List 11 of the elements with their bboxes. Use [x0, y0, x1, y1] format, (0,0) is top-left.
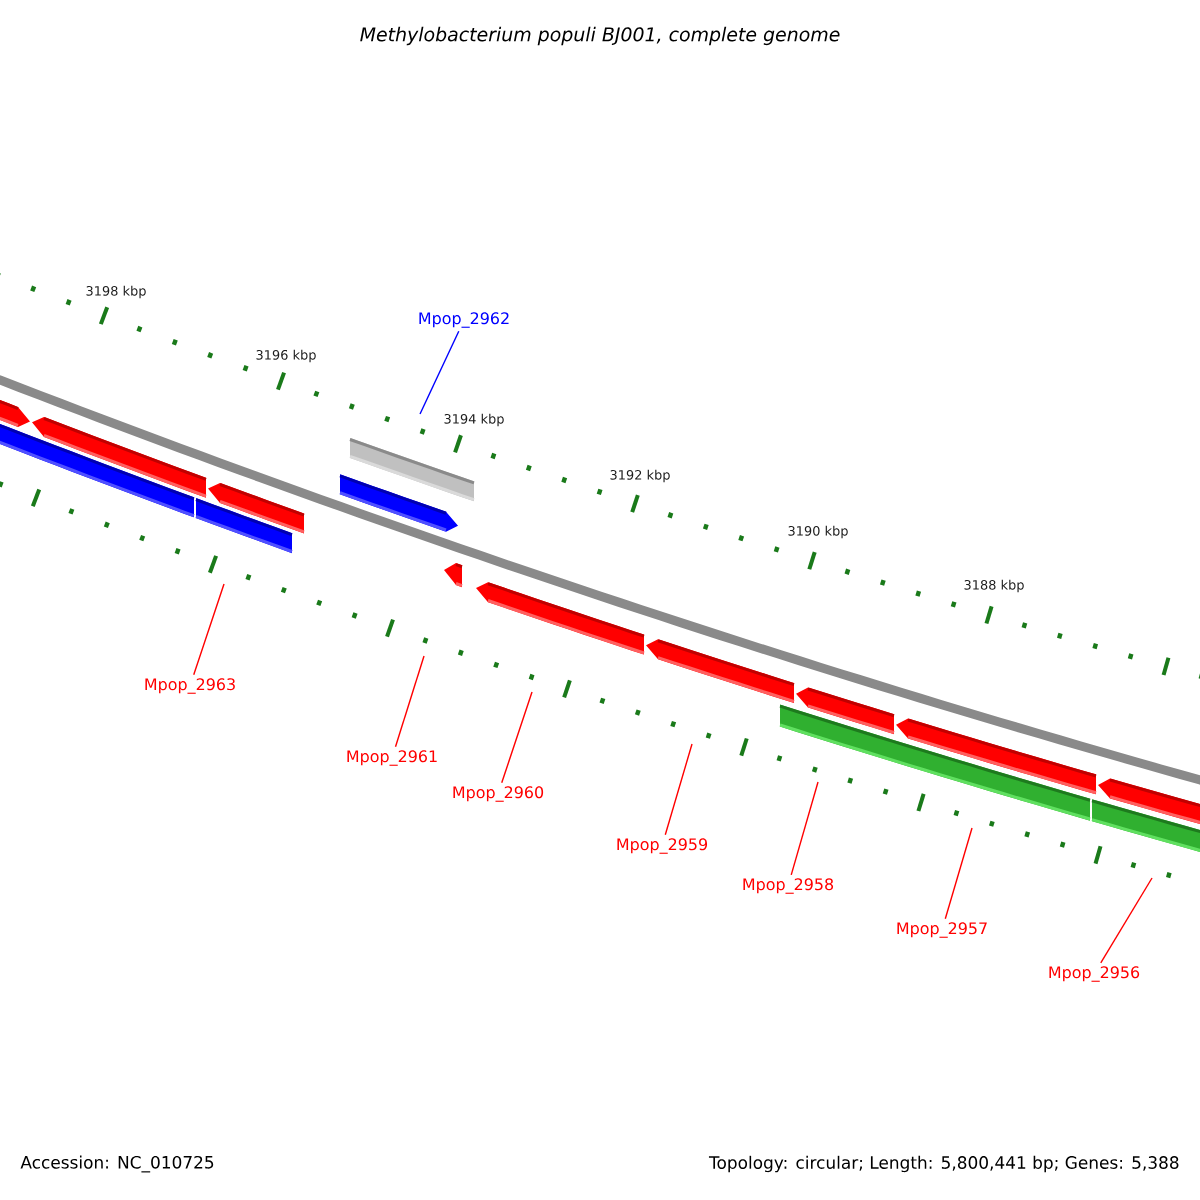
leader-line [419, 330, 460, 415]
leader-line [664, 743, 693, 836]
leader-line [501, 691, 533, 784]
leader-line [1100, 877, 1153, 964]
leader-line [394, 655, 425, 748]
title: Methylobacterium populi BJ001, complete genome [360, 26, 840, 46]
leader-line [193, 583, 225, 676]
genome-info-note: Topology: circular; Length: 5,800,441 bp; Genes: 5,388 [708, 1155, 1179, 1173]
leader-line [944, 827, 973, 920]
leader-line [790, 781, 819, 876]
accession-note: Accession: NC_010725 [20, 1155, 214, 1173]
